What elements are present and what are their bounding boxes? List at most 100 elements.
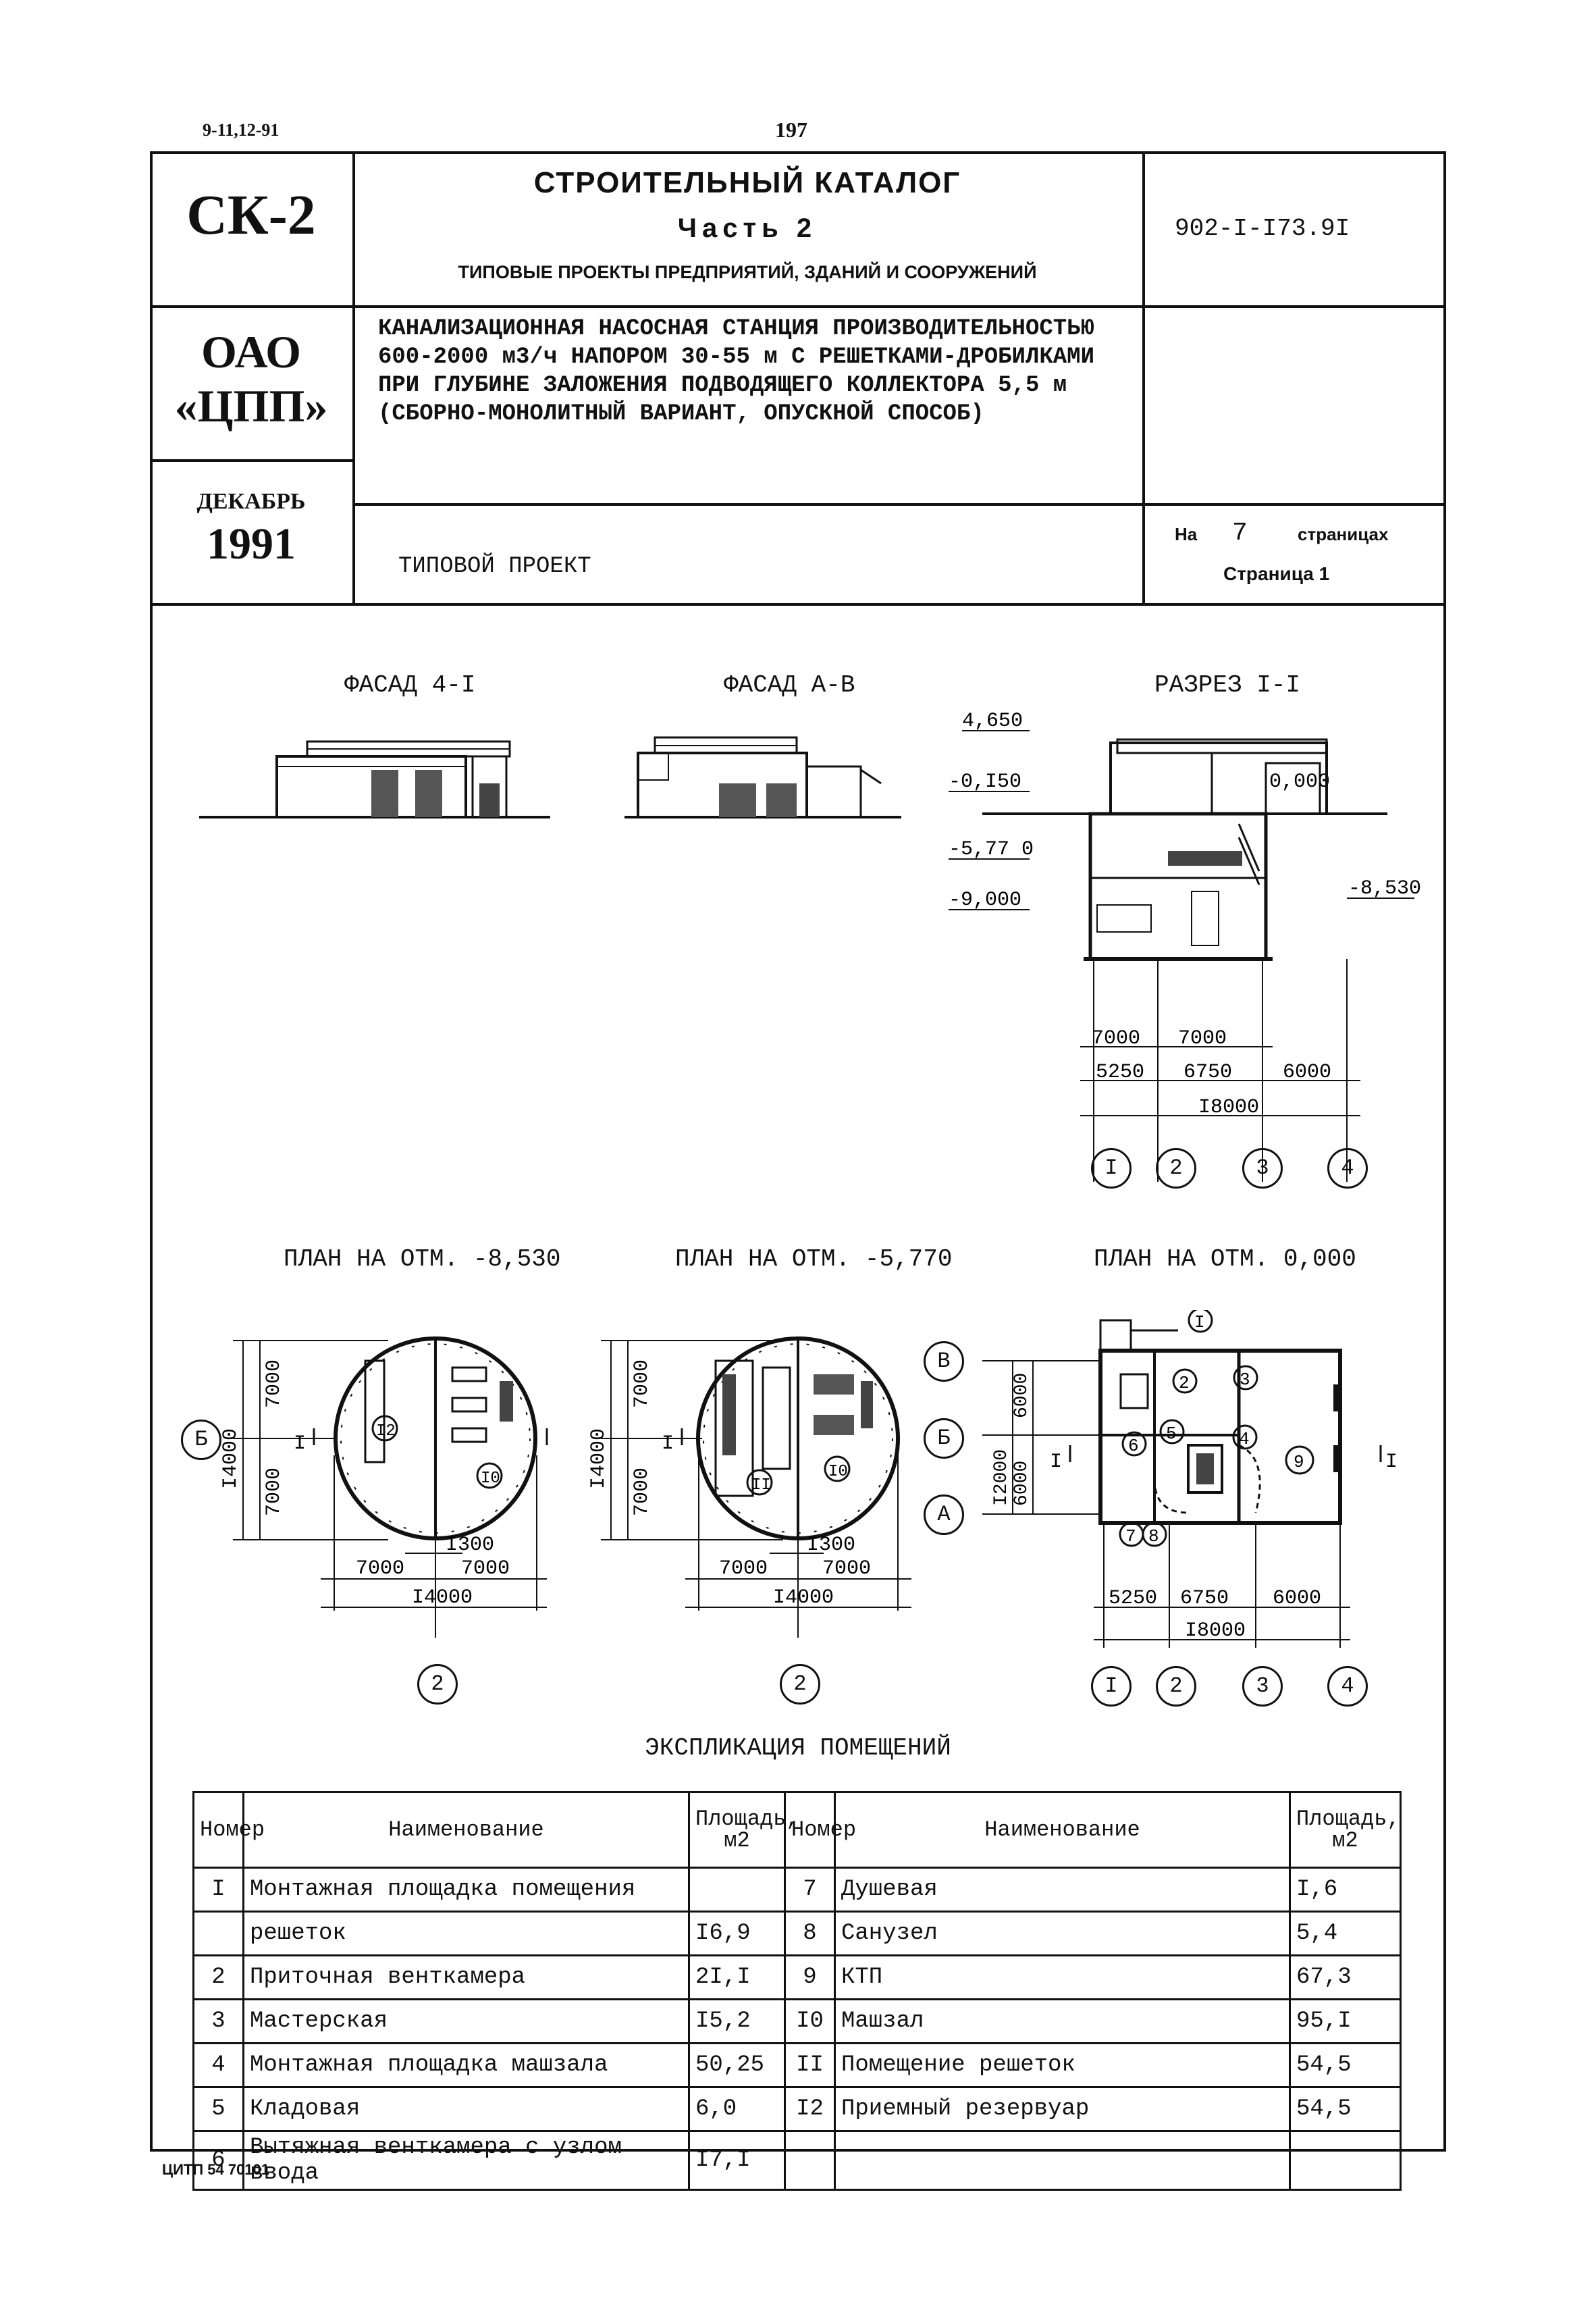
- table-row: 3 Мастерская I5,2 I0 Машзал 95,I: [192, 1998, 1402, 2044]
- axis-bubble: В: [924, 1341, 964, 1382]
- room-area: 54,5: [1289, 2042, 1402, 2088]
- dim-label: 7000: [719, 1557, 768, 1580]
- title-row-line-1: [150, 305, 1446, 308]
- room-number: II: [751, 1476, 771, 1495]
- dim-label: I2000: [991, 1449, 1012, 1506]
- dim-label: 7000: [356, 1557, 404, 1580]
- room-name: Кладовая: [242, 2086, 690, 2132]
- dim-label: 5250: [1109, 1587, 1157, 1610]
- room-area: I6,9: [688, 1911, 786, 1956]
- page-number: 197: [775, 118, 807, 142]
- title-divider-right: [1142, 151, 1145, 606]
- issue-month: ДЕКАБРЬ: [196, 489, 306, 514]
- axis-bubble: 4: [1327, 1148, 1368, 1189]
- room-name: Душевая: [834, 1867, 1291, 1913]
- axis-bubble: 2: [780, 1664, 820, 1705]
- room-area: 95,I: [1289, 1998, 1402, 2044]
- dim-label: 6750: [1183, 1061, 1232, 1084]
- dim-label: I4000: [219, 1428, 242, 1489]
- room-number: I0: [828, 1463, 848, 1481]
- explication-table: Номер Наименование Площадь, м2 Номер Наи…: [192, 1791, 1402, 2191]
- title-row-line-2b: [352, 503, 1446, 506]
- title-row-line-2a: [150, 459, 352, 462]
- header-name: Наименование: [242, 1791, 690, 1869]
- room-area: 50,25: [688, 2042, 786, 2088]
- room-area: 5,4: [1289, 1911, 1402, 1956]
- facade1-title: ФАСАД 4-I: [344, 671, 476, 699]
- dim-label: I300: [807, 1534, 855, 1557]
- room-num: II: [784, 2042, 836, 2088]
- room-name: Помещение решеток: [834, 2042, 1291, 2088]
- project-description: КАНАЛИЗАЦИОННАЯ НАСОСНАЯ СТАНЦИЯ ПРОИЗВО…: [378, 315, 1094, 428]
- room-area: [1289, 2130, 1402, 2191]
- header-area: Площадь, м2: [1289, 1791, 1402, 1869]
- doc-code: 9-11,12-91: [203, 120, 280, 140]
- room-number: 7: [1125, 1526, 1136, 1547]
- part-title: Часть 2: [677, 213, 818, 243]
- dim-label: 7000: [631, 1359, 654, 1408]
- level-label: -8,530: [1348, 877, 1421, 900]
- page-label: Страница 1: [1223, 563, 1330, 584]
- dim-label: I4000: [412, 1586, 473, 1609]
- room-num: 4: [192, 2042, 244, 2088]
- doc-type: ТИПОВОЙ ПРОЕКТ: [398, 554, 591, 579]
- room-bubbles: I 2 3 4 5 6 7 8 9: [1119, 1310, 1314, 1547]
- axis-bubble: 3: [1242, 1666, 1283, 1707]
- description-line: 600-2000 м3/ч НАПОРОМ 30-55 м С РЕШЕТКАМ…: [378, 344, 1094, 370]
- pages-suffix: страницах: [1298, 524, 1389, 544]
- level-label: -0,I50: [949, 771, 1021, 794]
- table-row: 2 Приточная венткамера 2I,I 9 КТП 67,3: [192, 1954, 1402, 2000]
- table-row: 6 Вытяжная венткамера с узлом ввода I7,I: [192, 2130, 1402, 2191]
- table-row: I Монтажная площадка помещения 7 Душевая…: [192, 1867, 1402, 1913]
- level-label: 0,000: [1269, 771, 1330, 794]
- room-num: 7: [784, 1867, 836, 1913]
- section-1-1-drawing: 4,650 -0,I50 -5,77 0 -9,000 0,000 -8,530…: [949, 710, 1421, 1182]
- room-area: 2I,I: [688, 1954, 786, 2000]
- dim-label: I4000: [587, 1428, 610, 1489]
- dim-label: 6750: [1180, 1587, 1229, 1610]
- description-line: (СБОРНО-МОНОЛИТНЫЙ ВАРИАНТ, ОПУСКНОЙ СПО…: [378, 401, 984, 427]
- dim-label: 6000: [1011, 1373, 1032, 1418]
- facade-4-1-drawing: [199, 740, 550, 818]
- room-name: решеток: [242, 1911, 690, 1956]
- room-area: 67,3: [1289, 1954, 1402, 2000]
- axis-bubble: 2: [417, 1664, 458, 1705]
- issue-year: 1991: [207, 519, 296, 569]
- footer-stamp: ЦИТП 54 70101: [162, 2161, 270, 2178]
- room-number: 5: [1166, 1424, 1177, 1444]
- room-area: 6,0: [688, 2086, 786, 2132]
- axis-bubble: I: [1091, 1666, 1132, 1707]
- dim-label: 7000: [822, 1557, 871, 1580]
- room-number: 3: [1240, 1370, 1250, 1390]
- dim-label: 7000: [263, 1359, 286, 1408]
- table-header-row: Номер Наименование Площадь, м2 Номер Наи…: [192, 1791, 1402, 1869]
- title-row-line-3: [150, 603, 1446, 606]
- part-subtitle: ТИПОВЫЕ ПРОЕКТЫ ПРЕДПРИЯТИЙ, ЗДАНИЙ И СО…: [458, 262, 1037, 282]
- plan2-title: ПЛАН НА ОТМ. -5,770: [675, 1245, 953, 1273]
- dim-label: I300: [446, 1534, 494, 1557]
- facade-a-b-drawing: [624, 736, 901, 818]
- axis-bubble: 3: [1242, 1148, 1283, 1189]
- room-num: 5: [192, 2086, 244, 2132]
- room-name: Мастерская: [242, 1998, 690, 2044]
- room-area: I,6: [1289, 1867, 1402, 1913]
- room-num: 6: [192, 2130, 244, 2191]
- room-name: Вытяжная венткамера с узлом ввода: [242, 2130, 690, 2191]
- axis-bubble: 4: [1327, 1666, 1368, 1707]
- room-area: [688, 1867, 786, 1913]
- axis-bubble: Б: [181, 1420, 221, 1460]
- room-name: Машзал: [834, 1998, 1291, 2044]
- room-num: [192, 1911, 244, 1956]
- plan-0000-drawing: I2000 6000 6000 I 2 3 4 5 6 7 8 9 I I: [982, 1310, 1398, 1648]
- pages-count: 7: [1232, 519, 1248, 548]
- room-name: Монтажная площадка машзала: [242, 2042, 690, 2088]
- section-mark: I: [662, 1432, 674, 1455]
- room-number: 6: [1128, 1436, 1139, 1456]
- room-name: Монтажная площадка помещения: [242, 1867, 690, 1913]
- plan1-title: ПЛАН НА ОТМ. -8,530: [284, 1245, 561, 1273]
- axis-bubble: Б: [924, 1418, 964, 1459]
- level-label: -9,000: [949, 889, 1021, 912]
- dim-label: 7000: [1092, 1027, 1140, 1050]
- room-name: Приточная венткамера: [242, 1954, 690, 2000]
- header-number: Номер: [784, 1791, 856, 1869]
